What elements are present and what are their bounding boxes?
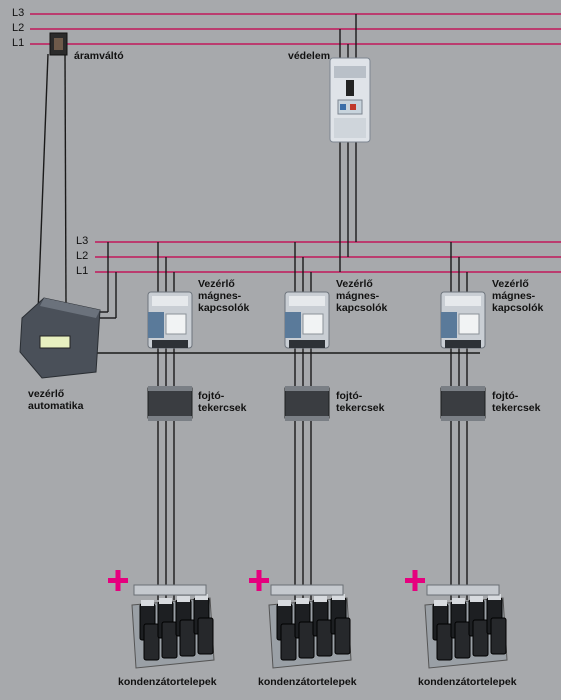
choke-label-2: fojtó- tekercsek [336,390,385,414]
lower-bus-label-l2: L2 [76,250,89,262]
control-wires [96,242,480,354]
lower-bus-label-l3: L3 [76,235,89,247]
branch-3 [424,242,508,669]
choke-label-3: fojtó- tekercsek [492,390,541,414]
top-bus-label-l3: L3 [12,7,25,19]
choke-label-1: fojtó- tekercsek [198,390,247,414]
choke-icon [147,386,193,421]
capacitor-bank-icon [268,584,352,669]
top-bus-label-l2: L2 [12,22,25,34]
contactor-icon [284,291,330,349]
top-bus-label-l1: L1 [12,37,25,49]
plus-icon [108,570,128,591]
top-busbars [30,13,561,45]
plus-icon [249,570,269,591]
lower-busbars [95,241,561,273]
current-transformer-icon [37,32,68,313]
feeder-wires [339,14,357,272]
contactor-label-2: Vezérlő mágnes- kapcsolók [336,278,388,314]
controller-unit-icon [19,297,101,379]
capacitor-bank-icon [131,584,215,669]
branches-graphics [131,242,508,669]
branch-2 [268,242,352,669]
lower-bus-label-l1: L1 [76,265,89,277]
contactor-icon [147,291,193,349]
protection-label: védelem [288,50,331,62]
circuit-breaker-icon [329,57,371,143]
choke-icon [440,386,486,421]
plus-icon [405,570,425,591]
capacitor-label-3: kondenzátortelepek [418,676,517,688]
current-transformer-label: áramváltó [74,50,124,62]
branch-1 [131,242,215,669]
choke-icon [284,386,330,421]
capacitor-label-2: kondenzátortelepek [258,676,357,688]
capacitor-bank-icon [424,584,508,669]
contactor-icon [440,291,486,349]
contactor-label-1: Vezérlő mágnes- kapcsolók [198,278,250,314]
contactor-label-3: Vezérlő mágnes- kapcsolók [492,278,544,314]
capacitor-label-1: kondenzátortelepek [118,676,217,688]
controller-label: vezérlő automatika [28,388,84,412]
